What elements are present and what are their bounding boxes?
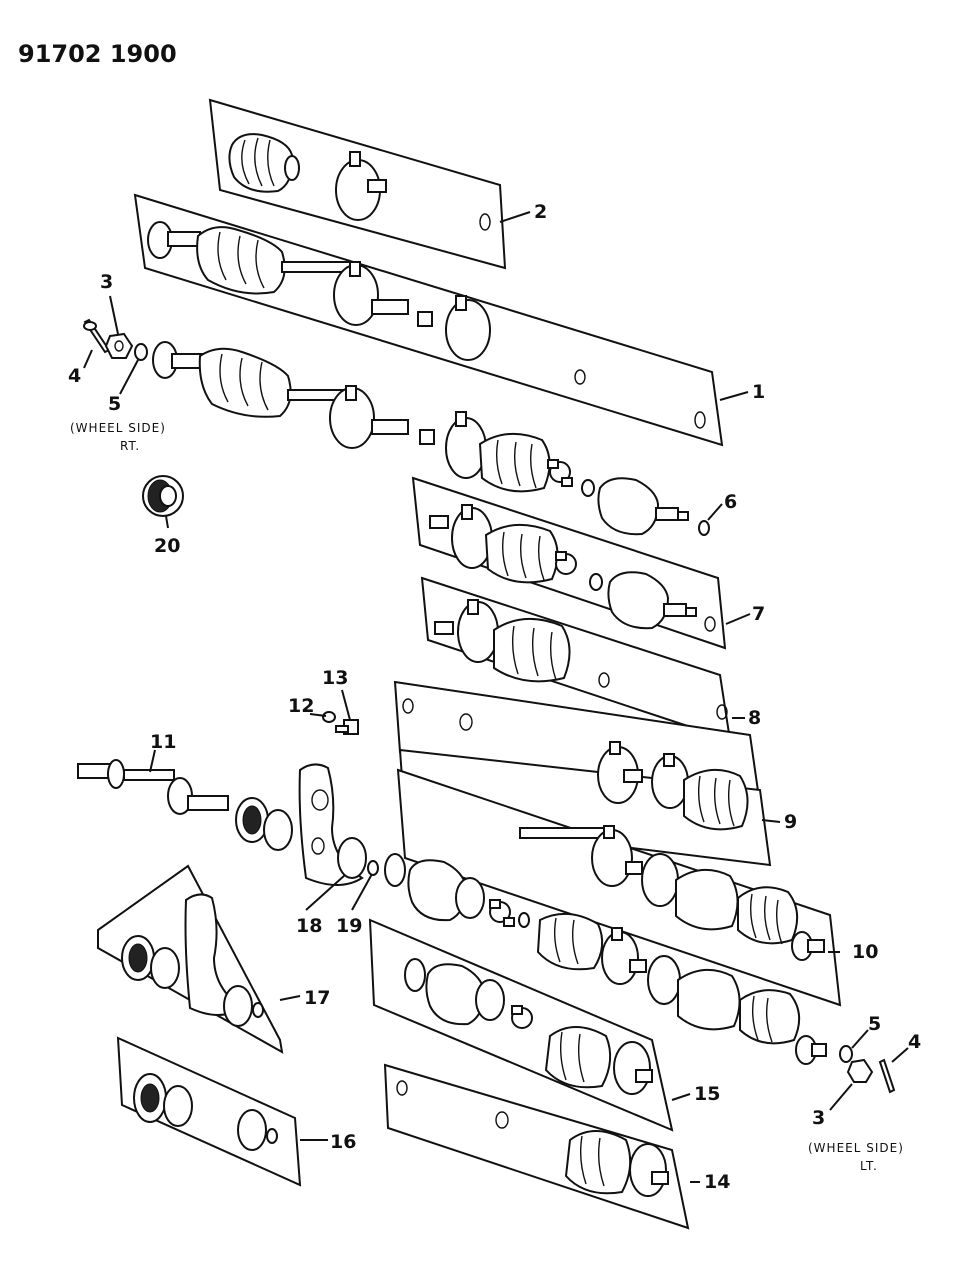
inner-joint-housing-part bbox=[384, 853, 485, 922]
panel-15-inner-joint-kit bbox=[368, 918, 674, 1132]
snap-ring-part bbox=[337, 837, 367, 879]
panel-16-bearing-kit bbox=[116, 1036, 302, 1187]
intermediate-shaft-part bbox=[77, 759, 229, 815]
leader-lines bbox=[83, 211, 909, 1183]
nut-part bbox=[846, 1058, 874, 1083]
mounting-hole bbox=[479, 213, 491, 231]
callout-5-rt: 5 bbox=[108, 393, 121, 415]
callout-1: 1 bbox=[752, 381, 765, 403]
side-label-lt: LT. bbox=[860, 1159, 878, 1173]
inner-housing-part bbox=[597, 477, 689, 536]
bolt-part bbox=[335, 719, 359, 735]
panel-10-boot-kit bbox=[398, 741, 772, 867]
callout-13: 13 bbox=[322, 667, 348, 689]
callout-8: 8 bbox=[748, 707, 761, 729]
panel-2-boot-kit bbox=[208, 98, 507, 270]
shaft-outer-joint-part bbox=[147, 221, 491, 361]
shaft-assembly-right bbox=[83, 318, 689, 536]
nut-part bbox=[104, 332, 134, 359]
mounting-hole bbox=[598, 672, 610, 688]
mounting-hole bbox=[495, 1111, 509, 1129]
panel-10-shaft-assembly bbox=[396, 768, 842, 1007]
washer-part bbox=[367, 860, 379, 876]
callout-6: 6 bbox=[724, 491, 737, 513]
callout-14: 14 bbox=[704, 1171, 730, 1193]
panel-14-boot-kit bbox=[383, 1063, 690, 1230]
panel-1-shaft-assembly bbox=[133, 193, 724, 447]
mounting-hole bbox=[716, 704, 728, 720]
callout-20: 20 bbox=[154, 535, 180, 557]
mounting-hole bbox=[694, 411, 706, 429]
callout-4-lt: 4 bbox=[908, 1031, 921, 1053]
side-label-rt: RT. bbox=[120, 439, 140, 453]
callout-2: 2 bbox=[534, 201, 547, 223]
callout-11: 11 bbox=[150, 731, 176, 753]
callout-17: 17 bbox=[304, 987, 330, 1009]
callout-19: 19 bbox=[336, 915, 362, 937]
callouts: 2 1 3 4 5 (WHEEL SIDE) RT. 6 20 7 8 9 10… bbox=[68, 201, 921, 1193]
wheel-side-note-lt: (WHEEL SIDE) bbox=[808, 1141, 904, 1155]
seal-part bbox=[142, 475, 184, 517]
mounting-hole bbox=[402, 698, 414, 714]
callout-10: 10 bbox=[852, 941, 878, 963]
tripod-part bbox=[489, 899, 515, 927]
retaining-ring-part bbox=[698, 520, 710, 536]
mounting-hole bbox=[704, 616, 716, 632]
callout-15: 15 bbox=[694, 1083, 720, 1105]
callout-12: 12 bbox=[288, 695, 314, 717]
mounting-hole bbox=[459, 713, 473, 731]
panel-7-inner-joint-kit bbox=[411, 476, 727, 650]
panel-17-bearing-kit bbox=[97, 864, 284, 1054]
washer-part bbox=[322, 711, 336, 723]
callout-18: 18 bbox=[296, 915, 322, 937]
boot-part bbox=[228, 133, 300, 193]
callout-4-rt: 4 bbox=[68, 365, 81, 387]
panel-8-boot-kit bbox=[420, 576, 732, 742]
callout-5-lt: 5 bbox=[868, 1013, 881, 1035]
clamp-part bbox=[335, 151, 387, 221]
cotter-pin-part bbox=[83, 318, 111, 354]
callout-9: 9 bbox=[784, 811, 797, 833]
callout-16: 16 bbox=[330, 1131, 356, 1153]
washer-part bbox=[839, 1045, 853, 1063]
bearing-part bbox=[235, 797, 293, 851]
callout-3-rt: 3 bbox=[100, 271, 113, 293]
tripod-part bbox=[547, 459, 573, 487]
callout-3-lt: 3 bbox=[812, 1107, 825, 1129]
wheel-side-note-rt: (WHEEL SIDE) bbox=[70, 421, 166, 435]
callout-7: 7 bbox=[752, 603, 765, 625]
washer-part bbox=[134, 343, 148, 361]
mounting-hole bbox=[574, 369, 586, 385]
mounting-hole bbox=[396, 1080, 408, 1096]
cotter-pin-part bbox=[878, 1058, 896, 1094]
boot-part bbox=[536, 913, 827, 1065]
document-number: 91702 1900 bbox=[18, 40, 177, 68]
